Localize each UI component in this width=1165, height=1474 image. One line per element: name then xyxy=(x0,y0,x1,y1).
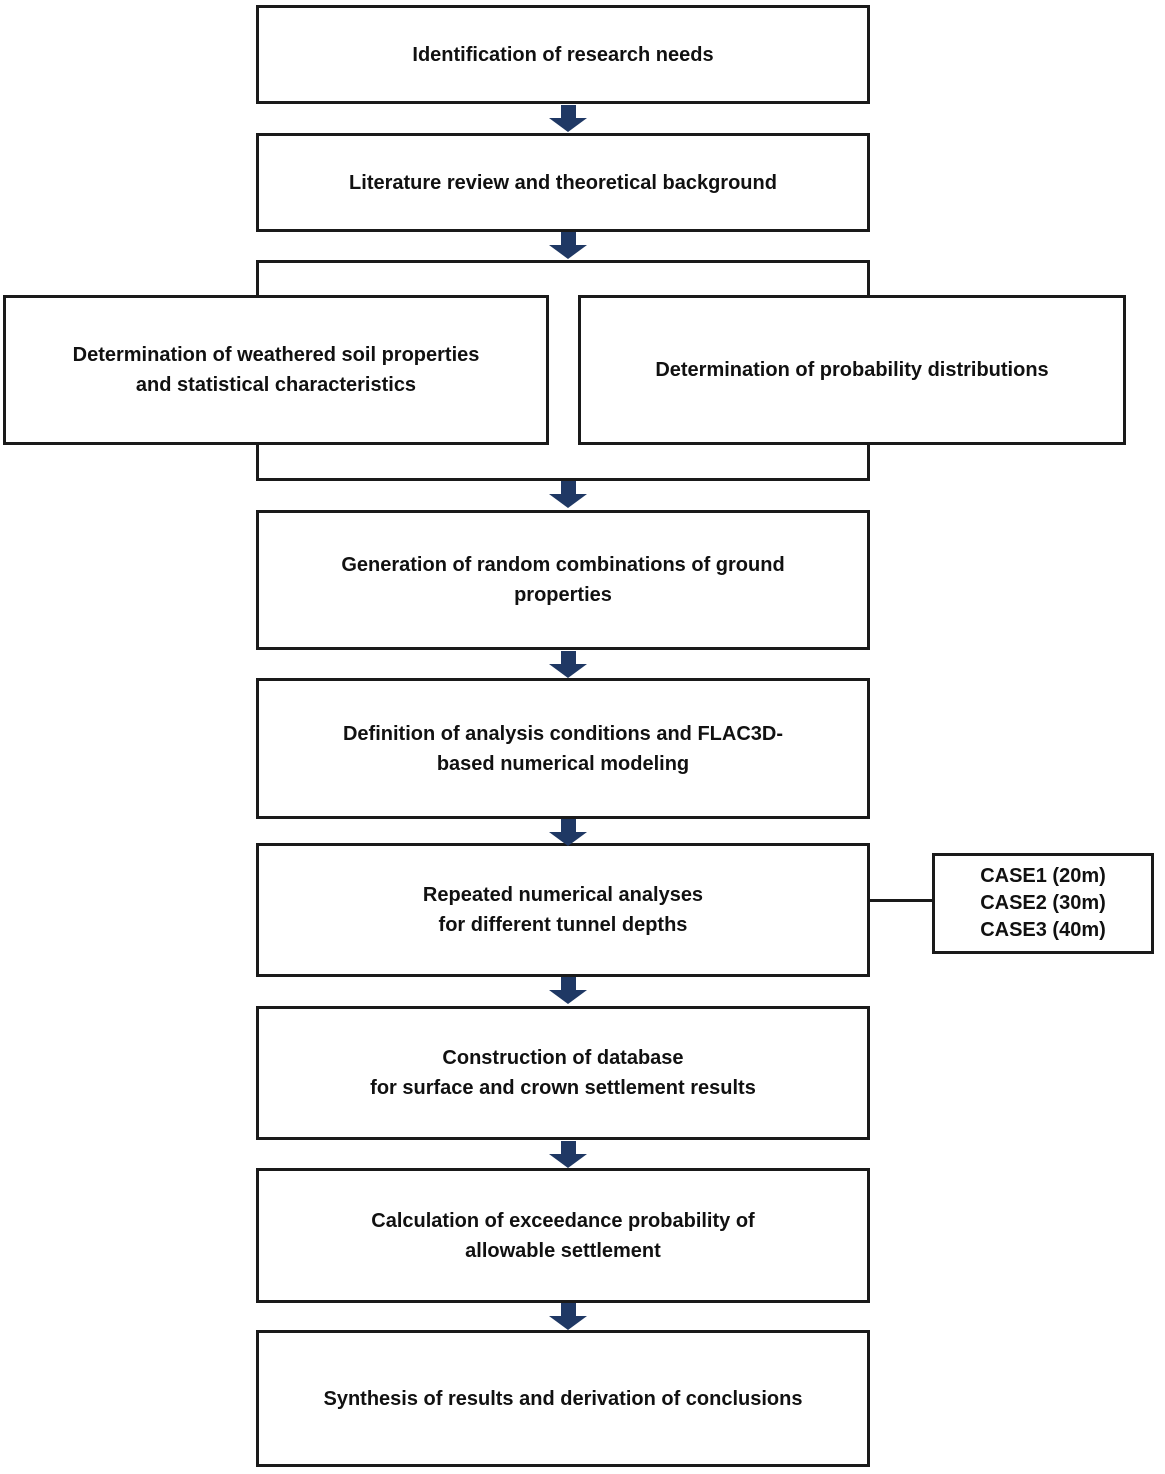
case-line-2: CASE2 (30m) xyxy=(980,892,1106,914)
arrow-stem xyxy=(560,481,576,494)
down-arrow-icon xyxy=(549,232,587,259)
arrow-head xyxy=(549,664,587,678)
arrow-head xyxy=(549,118,587,132)
flow-box-analysis-conditions: Definition of analysis conditions and FL… xyxy=(256,678,870,819)
flow-box-research-needs: Identification of research needs xyxy=(256,5,870,104)
case-line-3: CASE3 (40m) xyxy=(980,919,1106,941)
arrow-stem xyxy=(560,651,576,664)
arrow-stem xyxy=(560,105,576,118)
flow-box-synthesis: Synthesis of results and derivation of c… xyxy=(256,1330,870,1467)
arrow-head xyxy=(549,1316,587,1330)
down-arrow-icon xyxy=(549,1303,587,1330)
flow-box-analysis-conditions-label: Definition of analysis conditions and FL… xyxy=(342,722,784,775)
flow-box-database-construction-label: Construction of database for surface and… xyxy=(370,1047,756,1099)
flow-box-exceedance-probability-label: Calculation of exceedance probability of… xyxy=(371,1209,755,1262)
case-list-box: CASE1 (20m) CASE2 (30m) CASE3 (40m) xyxy=(932,853,1154,954)
arrow-head xyxy=(549,1154,587,1168)
arrow-head xyxy=(549,494,587,508)
arrow-stem xyxy=(560,977,576,990)
flow-box-repeated-analyses: Repeated numerical analyses for differen… xyxy=(256,843,870,977)
flow-box-exceedance-probability: Calculation of exceedance probability of… xyxy=(256,1168,870,1303)
flow-box-literature-review-label: Literature review and theoretical backgr… xyxy=(349,171,777,194)
flow-box-synthesis-label: Synthesis of results and derivation of c… xyxy=(323,1387,803,1410)
down-arrow-icon xyxy=(549,481,587,508)
arrow-head xyxy=(549,990,587,1004)
down-arrow-icon xyxy=(549,105,587,132)
down-arrow-icon xyxy=(549,977,587,1004)
flow-box-random-combinations-label: Generation of random combinations of gro… xyxy=(341,554,785,606)
flow-box-repeated-analyses-label: Repeated numerical analyses for differen… xyxy=(422,884,704,936)
flow-box-probability-distributions-label: Determination of probability distributio… xyxy=(655,359,1049,381)
down-arrow-icon xyxy=(549,1141,587,1168)
arrow-stem xyxy=(560,1303,576,1316)
arrow-head xyxy=(549,245,587,259)
case-connector-line xyxy=(867,899,932,902)
flow-box-research-needs-label: Identification of research needs xyxy=(412,43,714,66)
arrow-head xyxy=(549,832,587,846)
flow-box-database-construction: Construction of database for surface and… xyxy=(256,1006,870,1140)
flow-box-literature-review: Literature review and theoretical backgr… xyxy=(256,133,870,232)
flow-box-probability-distributions: Determination of probability distributio… xyxy=(578,295,1126,445)
down-arrow-icon xyxy=(549,651,587,678)
flow-box-random-combinations: Generation of random combinations of gro… xyxy=(256,510,870,650)
down-arrow-icon xyxy=(549,819,587,846)
flow-box-soil-properties: Determination of weathered soil properti… xyxy=(3,295,549,445)
arrow-stem xyxy=(560,232,576,245)
case-line-1: CASE1 (20m) xyxy=(980,865,1106,887)
arrow-stem xyxy=(560,819,576,832)
flow-box-soil-properties-label: Determination of weathered soil properti… xyxy=(72,344,480,396)
arrow-stem xyxy=(560,1141,576,1154)
